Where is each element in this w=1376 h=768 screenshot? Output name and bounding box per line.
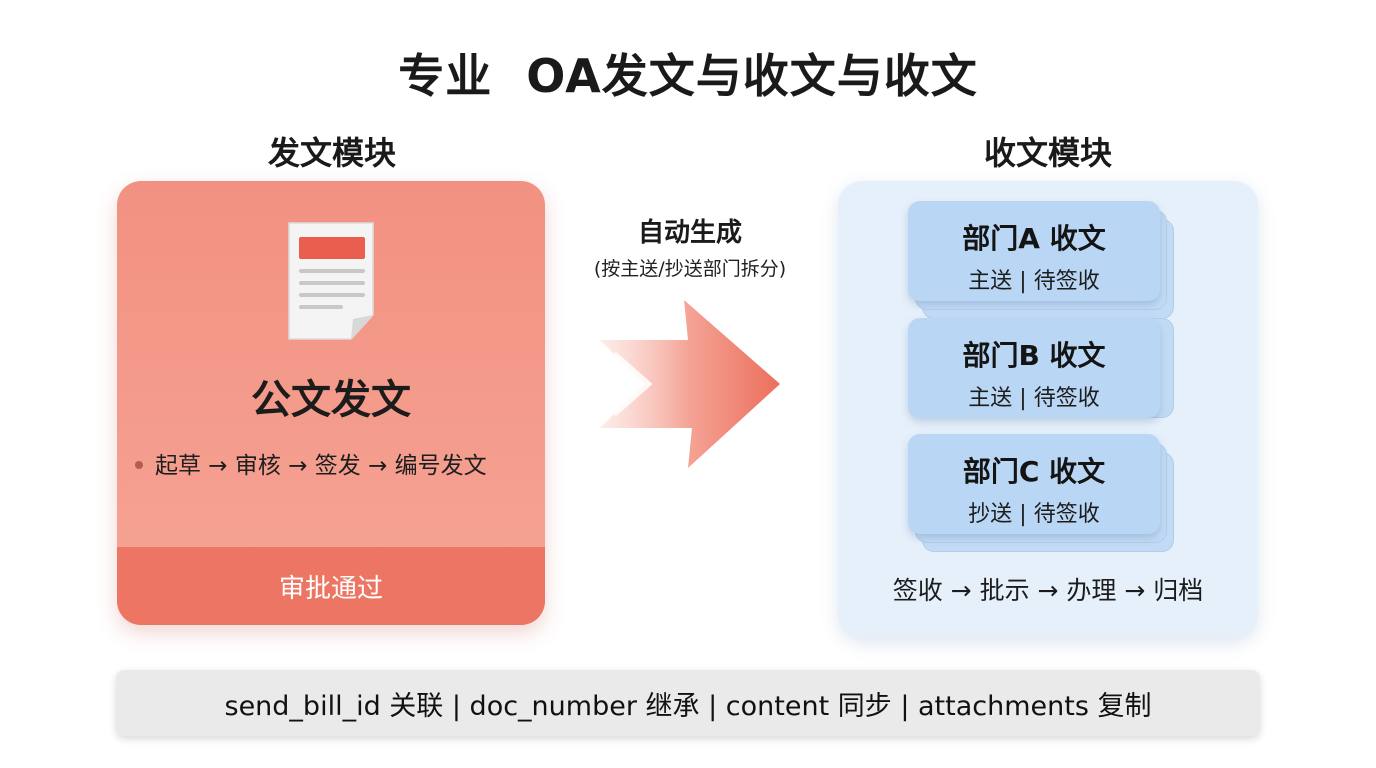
send-module-panel: 公文发文 起草 → 审核 → 签发 → 编号发文 审批通过 — [117, 181, 545, 625]
receive-card-title: 部门A 收文 — [962, 222, 1106, 255]
auto-generate-subtitle: (按主送/抄送部门拆分) — [593, 258, 787, 280]
send-flow-text: 起草 → 审核 → 签发 → 编号发文 — [155, 453, 487, 479]
bullet-icon — [135, 460, 143, 469]
department-b-stack: 部门B 收文 主送 | 待签收 — [908, 318, 1174, 418]
right-arrow-icon — [600, 300, 780, 468]
send-document-label: 公文发文 — [251, 377, 411, 423]
receive-card: 部门C 收文 抄送 | 待签收 — [908, 434, 1160, 534]
department-c-stack: 部门C 收文 抄送 | 待签收 — [908, 434, 1174, 552]
approval-passed-bar: 审批通过 — [117, 547, 545, 625]
receive-flow-steps: 签收 → 批示 → 办理 → 归档 — [892, 576, 1204, 605]
receive-card-title: 部门C 收文 — [962, 455, 1106, 488]
receive-card-status: 抄送 | 待签收 — [968, 502, 1100, 527]
receive-card-status: 主送 | 待签收 — [968, 386, 1100, 411]
receive-card: 部门A 收文 主送 | 待签收 — [908, 201, 1160, 301]
send-flow-steps: 起草 → 审核 → 签发 → 编号发文 — [135, 446, 535, 480]
field-mapping-bar: send_bill_id 关联 | doc_number 继承 | conten… — [116, 670, 1260, 736]
page-title: 专业 OA发文与收文与收文 — [398, 49, 978, 103]
receive-module-heading: 收文模块 — [983, 134, 1112, 172]
document-icon — [288, 222, 374, 340]
auto-generate-title: 自动生成 — [637, 218, 742, 248]
receive-card: 部门B 收文 主送 | 待签收 — [908, 318, 1160, 418]
receive-card-title: 部门B 收文 — [962, 339, 1106, 372]
receive-module-panel: 部门A 收文 主送 | 待签收 部门B 收文 主送 | 待签收 部门C 收文 抄… — [838, 181, 1258, 637]
department-a-stack: 部门A 收文 主送 | 待签收 — [908, 201, 1174, 319]
receive-card-status: 主送 | 待签收 — [968, 269, 1100, 294]
send-module-heading: 发文模块 — [267, 134, 396, 172]
